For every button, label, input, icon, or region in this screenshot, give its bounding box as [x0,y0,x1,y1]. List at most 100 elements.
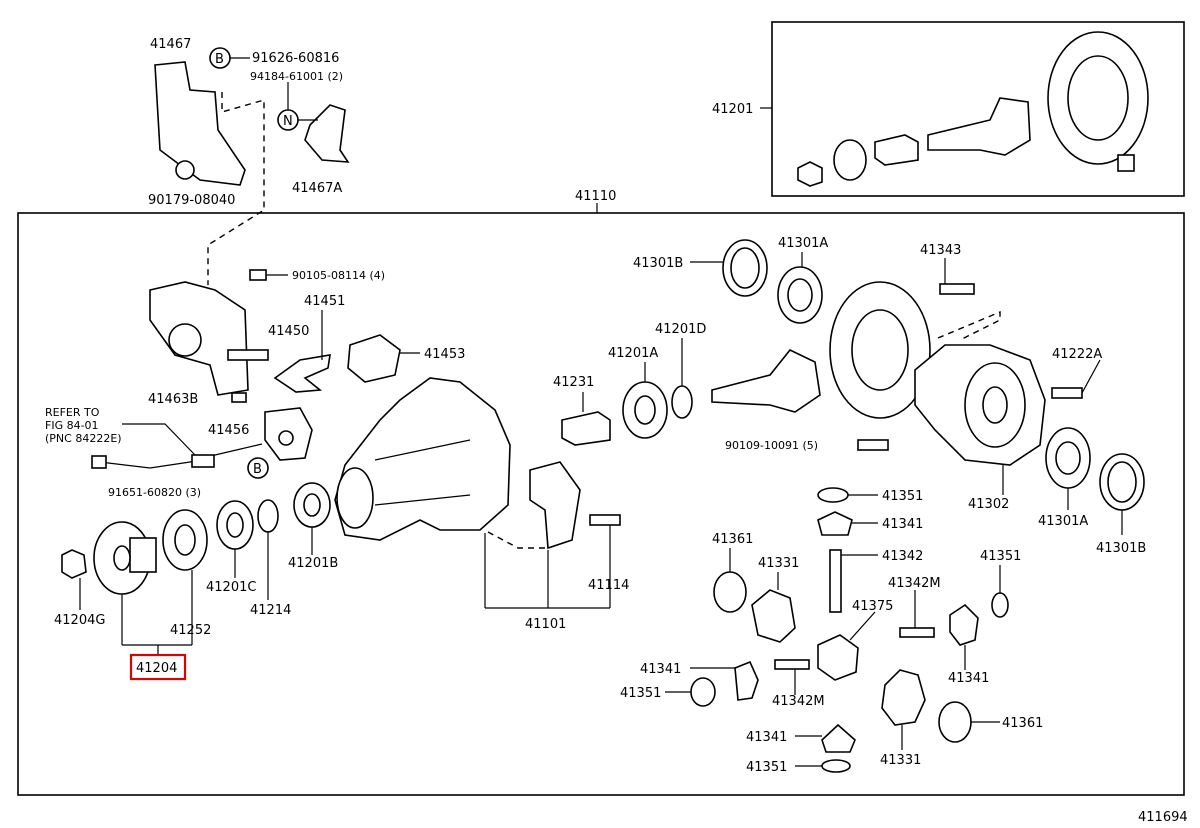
marker-b-top: B [215,52,224,67]
label-41201-inset: 41201 [712,102,753,117]
marker-b-mid: B [253,462,262,477]
label-41351-c: 41351 [620,686,661,701]
bolt-90105[interactable] [249,269,267,281]
washer-41351-b[interactable] [991,592,1009,618]
inset-bolt[interactable] [1117,154,1135,172]
label-90109-10091: 90109-10091 (5) [725,439,818,452]
label-91626-60816: 91626-60816 [252,51,339,66]
spacer-41214[interactable] [257,499,279,533]
label-41201A: 41201A [608,346,658,361]
label-41341-d: 41341 [746,730,787,745]
spacer-41231[interactable] [561,411,611,446]
label-41451: 41451 [304,294,345,309]
label-91651-60820: 91651-60820 (3) [108,486,201,499]
side-gear-41341-c[interactable] [734,660,759,701]
label-41467A: 41467A [292,181,342,196]
label-41456: 41456 [208,423,249,438]
washer-41361-b[interactable] [938,701,972,743]
sensor-wire[interactable] [99,443,263,469]
bearing-cap-41101[interactable] [529,461,581,550]
label-41453: 41453 [424,347,465,362]
label-41114: 41114 [588,578,629,593]
label-41201C: 41201C [206,580,256,595]
label-41467: 41467 [150,37,191,52]
label-41342M-b: 41342M [772,694,825,709]
label-41204[interactable]: 41204 [136,661,177,676]
label-41341-a: 41341 [882,517,923,532]
inset-bearing[interactable] [833,139,867,181]
side-gear-41341-a[interactable] [817,511,853,536]
marker-n: N [283,114,293,129]
bracket-41467[interactable] [154,61,246,186]
label-41110: 41110 [575,189,616,204]
pinion-shaft-41342[interactable] [829,549,842,613]
label-41222A: 41222A [1052,347,1102,362]
washer-41361-a[interactable] [713,571,747,613]
label-41342: 41342 [882,549,923,564]
label-41301A-right: 41301A [1038,514,1088,529]
washer-41351-c[interactable] [690,677,716,707]
side-gear-41341-b[interactable] [949,603,979,646]
main-assembly-frame [17,212,1185,796]
bolt-41343[interactable] [939,283,975,295]
label-41201B-left: 41201B [288,556,338,571]
label-90105-08114: 90105-08114 (4) [292,269,385,282]
label-41231: 41231 [553,375,594,390]
shift-fork-41451[interactable] [273,354,331,393]
pinion-gear-41331-b[interactable] [881,669,926,726]
label-41342M-a: 41342M [888,576,941,591]
nut-90179[interactable] [175,160,195,180]
diagram-id: 411694 [1138,810,1188,825]
label-41301B-right: 41301B [1096,541,1146,556]
label-41341-b: 41341 [948,671,989,686]
nut-41204G[interactable] [61,549,87,579]
label-41361-b: 41361 [1002,716,1043,731]
refer-note-line3: (PNC 84222E) [45,432,122,445]
label-94184-61001: 94184-61001 (2) [250,70,343,83]
pinion-gear-41331-a[interactable] [751,589,796,643]
washer-41351-d[interactable] [821,759,851,773]
refer-note-line1: REFER TO [45,406,100,419]
label-41341-c: 41341 [640,662,681,677]
label-41201D: 41201D [655,322,706,337]
bolt-41222A[interactable] [1051,387,1083,399]
label-41252: 41252 [170,623,211,638]
label-41375: 41375 [852,599,893,614]
label-41463B: 41463B [148,392,198,407]
bolt-41463B[interactable] [231,392,247,403]
washer-41351-a[interactable] [817,487,849,503]
label-41301A-top: 41301A [778,236,828,251]
side-gear-41341-d[interactable] [821,723,856,753]
inset-pinion-shaft[interactable] [927,97,1031,156]
carrier-housing-41110[interactable] [334,377,511,541]
label-41351-b: 41351 [980,549,1021,564]
pin-41342M-b[interactable] [774,659,810,670]
label-41301B-top: 41301B [633,256,683,271]
label-41450: 41450 [268,324,309,339]
highlight-box-41204[interactable] [129,653,187,681]
label-41331-a: 41331 [758,556,799,571]
label-41343: 41343 [920,243,961,258]
pin-41342M-a[interactable] [899,627,935,638]
inset-nut[interactable] [797,161,823,187]
label-41351-d: 41351 [746,760,787,775]
inset-spacer[interactable] [874,134,919,166]
label-41214: 41214 [250,603,291,618]
bolt-90109[interactable] [857,439,889,451]
label-41101: 41101 [525,617,566,632]
label-90179-08040: 90179-08040 [148,193,235,208]
label-41351-a: 41351 [882,489,923,504]
cross-block-41375[interactable] [817,634,859,681]
bracket-41467A[interactable] [304,104,350,163]
label-41302: 41302 [968,497,1009,512]
refer-note-line2: FIG 84-01 [45,419,99,432]
drive-pinion[interactable] [711,349,821,413]
shim-41201D[interactable] [671,385,693,419]
sleeve-41453[interactable] [347,334,401,383]
label-41361-a: 41361 [712,532,753,547]
bolt-41114[interactable] [589,514,621,526]
label-41204G: 41204G [54,613,105,628]
ring-pinion-inset-frame [771,21,1185,197]
label-41331-b: 41331 [880,753,921,768]
